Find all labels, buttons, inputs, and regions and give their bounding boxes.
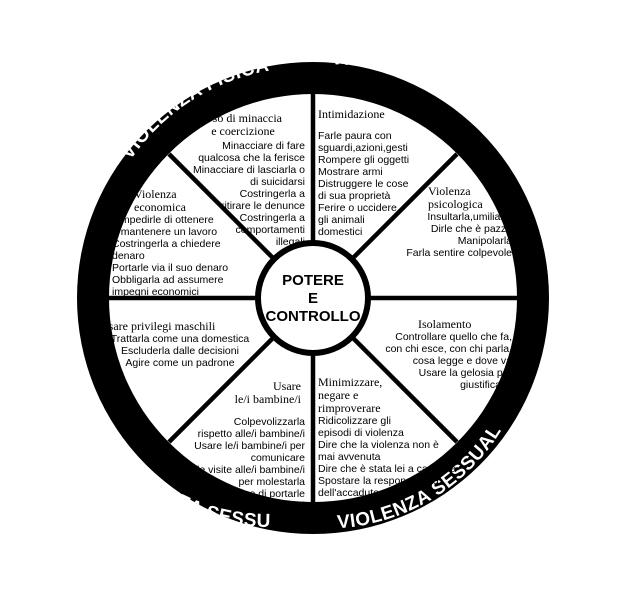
- segment-minimizzare-item: Dire che è stata lei a causarla: [318, 463, 457, 475]
- segment-intimidazione-item: domestici: [318, 226, 363, 238]
- segment-bambini-item: Colpevolizzarla: [233, 416, 305, 428]
- center-hub: [255, 240, 371, 356]
- segment-economica-item: Obbligarla ad assumere: [112, 274, 224, 286]
- segment-psicologica: Violenza psicologica Insultarla,umiliarl…: [372, 184, 512, 260]
- segment-privilegi-item: Trattarla come una domestica: [110, 333, 250, 345]
- segment-minaccia-items: Minacciare di fare qualcosa che la feris…: [160, 140, 305, 248]
- segment-intimidazione-item: gli animali: [318, 214, 365, 226]
- segment-intimidazione-item: di sua proprietà: [318, 190, 391, 202]
- segment-minaccia-item: di suicidarsi: [250, 176, 305, 188]
- segment-minaccia-item: Minacciare di fare: [222, 140, 305, 152]
- segment-minimizzare-item: episodi di violenza: [318, 427, 404, 439]
- segment-economica: Violenza economica: [126, 188, 266, 214]
- spoke-southwest: [167, 333, 278, 444]
- segment-intimidazione-item: sguardi,azioni,gesti: [318, 142, 408, 154]
- segment-economica-items: Impedirle di ottenere o mantenere un lav…: [112, 214, 252, 298]
- segment-bambini-item: rispetto alle/i bambine/i: [197, 428, 305, 440]
- segment-minaccia-item: Costringerla a: [239, 188, 305, 200]
- center-title-line2: E: [308, 290, 318, 307]
- segment-isolamento-title: Isolamento: [418, 317, 472, 331]
- segment-minimizzare-item: mai avvenuta: [318, 451, 381, 463]
- segment-economica-title: Violenza economica: [134, 187, 186, 214]
- segment-economica-item: o mantenere un lavoro: [112, 226, 218, 238]
- segment-isolamento: Isolamento Controllare quello che fa, co…: [360, 317, 512, 392]
- segment-psicologica-item: Farla sentire colpevole: [406, 247, 512, 259]
- segment-economica-item: Costringerla a chiedere: [112, 238, 221, 250]
- spokes: [109, 94, 517, 502]
- segment-bambini-item: Usare le/i bambine/i per: [194, 440, 305, 452]
- segment-intimidazione-item: Distruggere le cose: [318, 178, 409, 190]
- segment-isolamento-item: Usare la gelosia per: [418, 367, 512, 379]
- segment-isolamento-item: giustificarsi: [460, 379, 512, 391]
- segment-bambini-item: per molestarla: [238, 476, 305, 488]
- segment-economica-item: Portarle via il suo denaro: [112, 262, 229, 274]
- segment-intimidazione-item: Rompere gli oggetti: [318, 154, 410, 166]
- segment-isolamento-item: cosa legge e dove va: [412, 355, 512, 367]
- segment-isolamento-item: Controllare quello che fa,: [395, 331, 512, 343]
- segment-bambini-item: via le/i bambine/i: [226, 500, 305, 512]
- segment-bambini: Usare le/i bambine/i Colpevolizzarla ris…: [160, 379, 305, 513]
- segment-minaccia: Uso di minaccia e coercizione: [178, 112, 308, 138]
- segment-privilegi-title: Usare privilegi maschili: [100, 319, 216, 333]
- segment-privilegi-item: Agire come un padrone: [125, 357, 235, 369]
- segment-privilegi: Usare privilegi maschili Trattarla come …: [100, 319, 260, 370]
- segment-psicologica-item: Manipolarla: [457, 235, 512, 247]
- segment-minaccia-title: Uso di minaccia e coercizione: [204, 111, 282, 138]
- segment-minimizzare-item: Spostare la responsabilità: [318, 475, 439, 487]
- segment-privilegi-item: Escluderla dalle decisioni: [121, 345, 239, 357]
- segment-minimizzare-item: Ridicolizzare gli: [318, 415, 391, 427]
- spoke-northwest: [167, 152, 278, 263]
- segment-minaccia-item: Costringerla a: [239, 212, 305, 224]
- segment-economica-item: Impedirle di ottenere: [118, 214, 214, 226]
- center-title-line3: CONTROLLO: [266, 308, 361, 325]
- segment-bambini-title: Usare le/i bambine/i: [234, 379, 301, 406]
- segment-minaccia-item: qualcosa che la ferisce: [198, 152, 305, 164]
- segment-intimidazione: Intimidazione Farle paura con sguardi,az…: [318, 107, 458, 239]
- segment-economica-item: impegni economici: [112, 286, 199, 298]
- spoke-southeast: [348, 333, 459, 444]
- segment-minaccia-item: ritirare le denunce: [220, 200, 305, 212]
- segment-minimizzare-title: Minimizzare, negare e rimproverare: [318, 375, 383, 415]
- segment-minimizzare-item: dell'accaduto: [318, 487, 379, 499]
- segment-intimidazione-title: Intimidazione: [318, 107, 385, 121]
- center-title-line1: POTERE: [282, 272, 344, 289]
- segment-bambini-item: Usare le visite alle/i bambine/i: [166, 464, 305, 476]
- segment-economica-item: denaro: [112, 250, 145, 262]
- segment-minimizzare-item: Dire che la violenza non è: [318, 439, 439, 451]
- segment-bambini-item: comunicare: [250, 452, 305, 464]
- segment-minaccia-item: comportamenti: [235, 224, 305, 236]
- segment-isolamento-item: con chi esce, con chi parla,: [385, 343, 512, 355]
- segment-intimidazione-item: Ferire o uccidere: [318, 202, 397, 214]
- segment-psicologica-item: Insultarla,umiliarla: [427, 211, 512, 223]
- segment-intimidazione-item: Mostrare armi: [318, 166, 383, 178]
- segment-intimidazione-item: Farle paura con: [318, 130, 392, 142]
- segment-minimizzare: Minimizzare, negare e rimproverare Ridic…: [318, 375, 478, 500]
- spoke-northeast: [348, 152, 459, 263]
- segment-minaccia-item: Minacciare di lasciarla o: [192, 164, 305, 176]
- segment-bambini-item: Minacciare di portarle: [204, 488, 305, 500]
- segment-psicologica-item: Dirle che è pazza: [430, 223, 512, 235]
- segment-minaccia-item: illegali: [275, 236, 305, 248]
- segment-psicologica-title: Violenza psicologica: [428, 184, 483, 211]
